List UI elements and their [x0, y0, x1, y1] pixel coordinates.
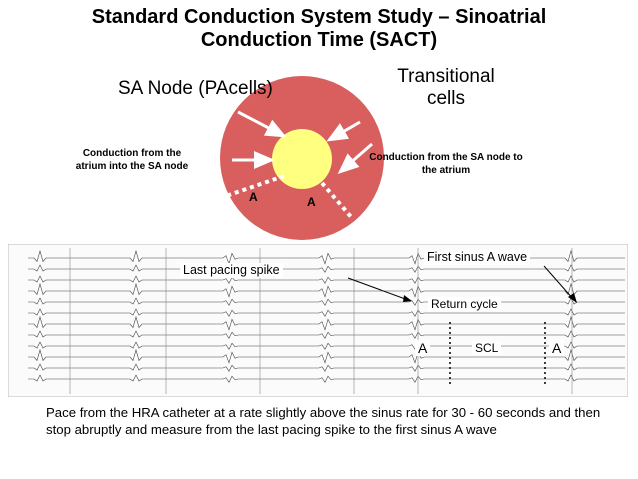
sa-node-diagram [0, 0, 638, 244]
caption-text: Pace from the HRA catheter at a rate sli… [46, 404, 616, 438]
scl-label: SCL [472, 341, 501, 355]
a-wave-label-1: A [415, 340, 430, 356]
a-label-right: A [307, 195, 316, 209]
sa-node-label: SA Node (PAcells) [118, 78, 273, 100]
a-label-left: A [249, 190, 258, 204]
transitional-line-2: cells [386, 88, 506, 110]
first-sinus-a-wave-label: First sinus A wave [424, 250, 530, 265]
label-atrium-into-sa-line1: Conduction from the [58, 147, 206, 160]
label-atrium-into-sa: Conduction from the atrium into the SA n… [58, 147, 206, 173]
last-pacing-spike-label: Last pacing spike [180, 263, 283, 278]
transitional-line-1: Transitional [386, 66, 506, 88]
intracardiac-tracing [8, 244, 628, 397]
sa-node-core [272, 129, 332, 189]
label-atrium-into-sa-line2: atrium into the SA node [58, 160, 206, 173]
a-wave-label-2: A [549, 340, 564, 356]
label-sa-to-atrium-line2: the atrium [352, 164, 540, 177]
label-sa-to-atrium-line1: Conduction from the SA node to [352, 151, 540, 164]
transitional-cells-label: Transitional cells [386, 66, 506, 110]
return-cycle-label: Return cycle [428, 297, 501, 311]
label-sa-to-atrium: Conduction from the SA node to the atriu… [352, 151, 540, 177]
